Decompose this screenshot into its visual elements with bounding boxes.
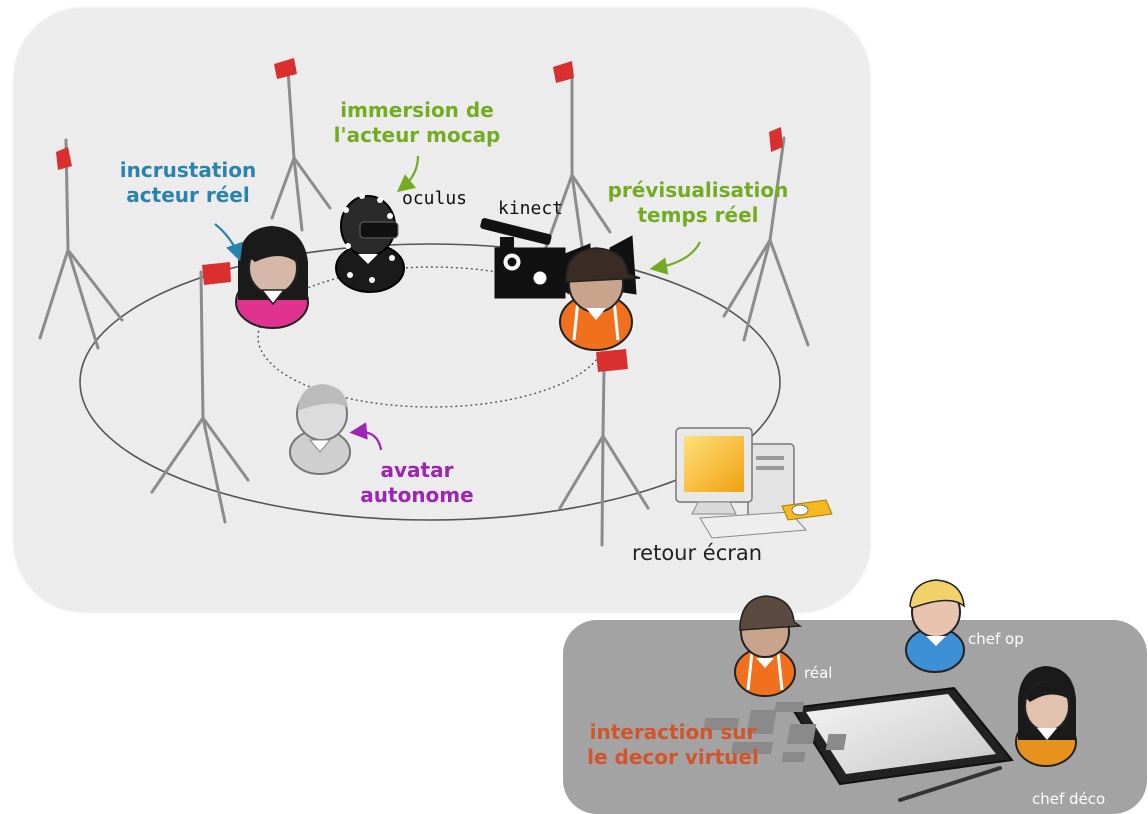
autonomous-avatar — [289, 384, 351, 475]
desktop-computer — [675, 427, 833, 539]
immersion-label: immersion de l'acteur mocap — [333, 98, 501, 147]
immersion-arrow — [396, 155, 420, 193]
tablet-device — [703, 686, 1014, 802]
avatar-arrow — [349, 422, 383, 451]
avatar-label: avatar autonome — [360, 458, 474, 507]
chef-op-label: chef op — [968, 630, 1024, 648]
kinect-sensor — [480, 218, 552, 249]
real-label: réal — [804, 664, 833, 682]
previsualisation-label: prévisualisation temps réel — [607, 178, 789, 227]
outer-capture-circle — [79, 243, 781, 521]
camera-tripods — [38, 68, 810, 547]
kinect-label: kinect — [498, 198, 564, 219]
interaction-label: interaction sur le decor virtuel — [587, 720, 759, 769]
retour-ecran-label: retour écran — [632, 541, 763, 565]
director-figure — [734, 595, 803, 697]
chef-deco-label: chef déco — [1032, 790, 1106, 808]
tripod-flags — [56, 58, 783, 372]
real-actor-pink — [235, 226, 309, 329]
previsualisation-arrow — [649, 241, 701, 275]
chef-deco-figure — [1015, 666, 1077, 767]
incrustation-arrow — [214, 223, 243, 262]
chef-op-figure — [905, 579, 965, 673]
oculus-label: oculus — [402, 188, 468, 209]
incrustation-label: incrustation acteur réel — [119, 158, 257, 207]
mocap-actor — [335, 193, 405, 293]
camera-operator — [559, 247, 641, 351]
